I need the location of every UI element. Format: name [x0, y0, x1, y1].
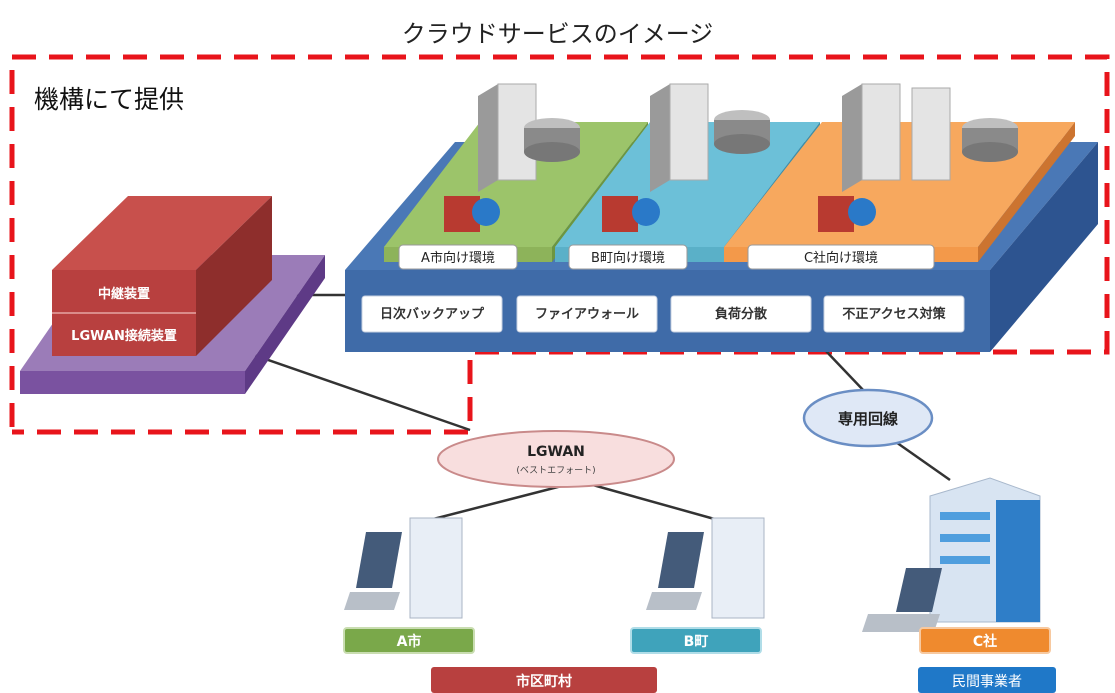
service-intrusion-prevention: 不正アクセス対策: [842, 306, 946, 322]
gateway-device: 中継装置 LGWAN接続装置: [20, 196, 325, 394]
firewall-c-icon: [818, 196, 876, 232]
firewall-a-icon: [444, 196, 500, 232]
client-b-label: B町: [684, 634, 709, 650]
relay-label: 中継装置: [98, 286, 150, 302]
municipalities-label: 市区町村: [516, 673, 572, 690]
lgwan-network: LGWAN (ベストエフォート): [437, 430, 675, 488]
client-a-label: A市: [397, 633, 422, 650]
server-b-icon: [650, 83, 770, 192]
client-b-computer-icon: [646, 517, 765, 619]
client-c-building-icon: [862, 477, 1041, 632]
dedicated-line-label: 専用回線: [838, 410, 898, 428]
group-bars: 市区町村 民間事業者: [431, 667, 1056, 693]
env-c-label: C社向け環境: [804, 250, 878, 266]
server-icons: [444, 83, 1018, 232]
server-a-icon: [478, 83, 580, 192]
firewall-b-icon: [602, 196, 660, 232]
service-firewall: ファイアウォール: [535, 307, 639, 322]
service-backup: 日次バックアップ: [380, 306, 485, 322]
service-list: 日次バックアップ ファイアウォール 負荷分散 不正アクセス対策: [361, 295, 965, 333]
lgwan-label: LGWAN: [527, 444, 585, 460]
service-load-balancing: 負荷分散: [715, 306, 768, 322]
client-labels: A市 B町 C社: [343, 627, 1051, 654]
env-b-label: B町向け環境: [591, 250, 665, 266]
client-a-computer-icon: [344, 517, 463, 619]
env-a-label: A市向け環境: [421, 250, 495, 266]
dedicated-line: 専用回線: [802, 388, 934, 448]
lgwan-note: (ベストエフォート): [516, 466, 595, 476]
lgwan-connector-label: LGWAN接続装置: [71, 328, 177, 344]
page-title: クラウドサービスのイメージ: [401, 20, 714, 48]
private-business-label: 民間事業者: [952, 674, 1022, 690]
provider-label: 機構にて提供: [34, 85, 185, 114]
server-c-icon: [842, 83, 1018, 192]
client-c-label: C社: [973, 633, 997, 650]
provider-boundary: [9, 54, 1110, 435]
